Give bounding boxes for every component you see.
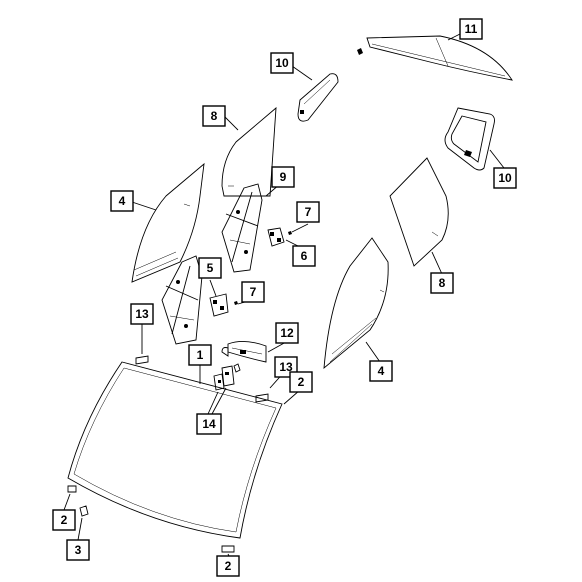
callout-label: 10	[498, 171, 512, 185]
callout-13-left: 13	[130, 303, 154, 325]
screw-lower-part	[234, 301, 238, 305]
callout-label: 12	[280, 326, 294, 340]
callout-label: 14	[202, 417, 216, 431]
callout-label: 13	[279, 360, 293, 374]
rear-door-glass-right-part	[389, 157, 449, 267]
callout-10-right: 10	[493, 167, 517, 189]
regulator-motor-lower-part	[209, 293, 229, 317]
mirror-bracket-part	[213, 365, 235, 391]
callout-4-right: 4	[369, 360, 393, 382]
quarter-glass-right-part	[444, 107, 495, 171]
callout-2-left: 2	[52, 509, 76, 531]
callout-8-left: 8	[202, 105, 226, 127]
screw-upper-part	[288, 231, 292, 235]
windshield-screw-part	[79, 505, 89, 517]
callout-11: 11	[459, 18, 483, 40]
rear-door-glass-left-part	[221, 106, 277, 197]
mirror-button-part	[221, 347, 229, 357]
callout-label: 7	[250, 285, 257, 299]
callout-10-upper: 10	[270, 52, 294, 74]
callout-label: 8	[211, 109, 218, 123]
callout-5: 5	[198, 257, 222, 279]
callout-3: 3	[66, 539, 90, 561]
clip-part	[357, 48, 363, 55]
rearview-mirror-part	[227, 341, 267, 363]
front-door-glass-left-part	[131, 162, 205, 283]
callout-label: 4	[119, 194, 126, 208]
leader-lines	[63, 33, 505, 559]
callout-14: 14	[196, 413, 222, 435]
callout-label: 2	[61, 513, 68, 527]
callout-label: 4	[378, 364, 385, 378]
rain-sensor-part	[233, 363, 241, 373]
callout-1: 1	[188, 344, 212, 366]
callout-7-lower: 7	[241, 281, 265, 303]
callout-2-bottom: 2	[216, 555, 240, 577]
callout-2-right: 2	[289, 371, 313, 393]
callout-label: 2	[298, 375, 305, 389]
callout-4-left: 4	[110, 190, 134, 212]
spacer-left-part	[135, 355, 149, 365]
callout-7-upper: 7	[296, 201, 320, 223]
window-regulator-lower-part	[161, 255, 203, 345]
callout-label: 2	[225, 559, 232, 573]
window-regulator-upper-part	[221, 183, 263, 273]
callout-label: 1	[197, 348, 204, 362]
windshield-clip-bottom-part	[221, 545, 235, 553]
quarter-glass-upper-part	[297, 73, 339, 122]
callout-6: 6	[292, 245, 316, 267]
callout-label: 5	[207, 261, 214, 275]
callout-label: 8	[439, 276, 446, 290]
callout-label: 11	[465, 22, 478, 36]
callout-12: 12	[275, 322, 299, 344]
regulator-motor-upper-part	[267, 227, 285, 247]
callout-8-right: 8	[430, 272, 454, 294]
callout-label: 7	[305, 205, 312, 219]
windshield-clip-left-part	[67, 485, 77, 493]
callout-label: 3	[75, 543, 82, 557]
callout-label: 9	[280, 170, 287, 184]
callout-label: 10	[275, 56, 289, 70]
callout-9: 9	[271, 166, 295, 188]
front-door-glass-right-part	[323, 237, 389, 370]
callout-label: 6	[301, 249, 308, 263]
rear-glass-part	[366, 35, 513, 81]
callout-label: 13	[135, 307, 149, 321]
windshield-part	[67, 361, 283, 539]
